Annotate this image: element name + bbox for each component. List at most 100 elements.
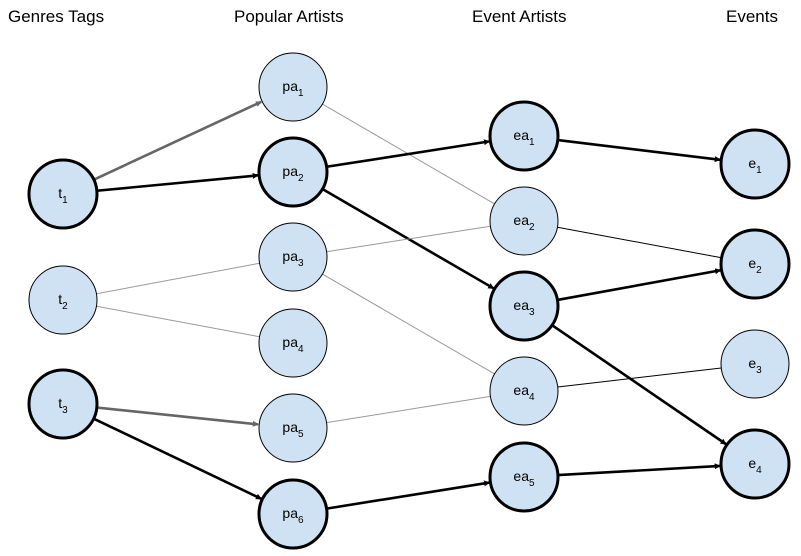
node-e2: e2 bbox=[719, 228, 791, 300]
node-label: ea5 bbox=[513, 468, 535, 489]
node-label-base: e bbox=[748, 155, 756, 171]
node-label-base: ea bbox=[513, 297, 529, 313]
node-circle bbox=[489, 186, 559, 256]
node-label: ea4 bbox=[513, 382, 535, 403]
node-label-subscript: 2 bbox=[62, 301, 68, 312]
node-label: ea3 bbox=[513, 297, 535, 318]
node-label: t1 bbox=[58, 185, 68, 206]
node-e4: e4 bbox=[719, 428, 791, 500]
node-circle bbox=[257, 136, 329, 208]
node-label-subscript: 4 bbox=[756, 465, 762, 476]
node-label-subscript: 4 bbox=[529, 392, 535, 403]
node-label-subscript: 1 bbox=[62, 195, 68, 206]
node-circle bbox=[27, 368, 99, 440]
node-label-base: t bbox=[58, 395, 62, 411]
node-circle bbox=[258, 222, 328, 292]
node-label-subscript: 2 bbox=[756, 265, 762, 276]
node-ea5: ea5 bbox=[488, 441, 560, 513]
node-label: pa6 bbox=[282, 505, 304, 526]
edge-pa3-ea2 bbox=[326, 225, 491, 253]
node-label: e3 bbox=[748, 355, 762, 376]
edge-ea4-e3 bbox=[557, 367, 722, 388]
node-label-subscript: 5 bbox=[298, 429, 304, 440]
node-label: pa3 bbox=[282, 248, 304, 269]
edge-ea3-e4 bbox=[551, 324, 727, 446]
node-pa3: pa3 bbox=[258, 222, 328, 292]
node-e1: e1 bbox=[719, 128, 791, 200]
node-label-base: pa bbox=[282, 505, 298, 521]
node-label: ea2 bbox=[513, 212, 535, 233]
node-label-subscript: 3 bbox=[62, 405, 68, 416]
node-ea1: ea1 bbox=[488, 100, 560, 172]
event-artists-header: Event Artists bbox=[472, 7, 567, 26]
node-label-subscript: 3 bbox=[529, 307, 535, 318]
node-circle bbox=[28, 265, 98, 335]
edge-ea2-e2 bbox=[557, 226, 722, 259]
node-ea4: ea4 bbox=[489, 356, 559, 426]
node-label: pa5 bbox=[282, 419, 304, 440]
node-label-base: pa bbox=[282, 334, 298, 350]
edge-t2-pa3 bbox=[96, 262, 260, 295]
node-label-subscript: 4 bbox=[298, 344, 304, 355]
edge-pa5-ea4 bbox=[326, 395, 491, 424]
edge-pa2-ea1 bbox=[326, 139, 491, 169]
node-label: t2 bbox=[58, 291, 68, 312]
node-pa6: pa6 bbox=[257, 478, 329, 550]
node-label-base: e bbox=[748, 255, 756, 271]
node-circle bbox=[719, 228, 791, 300]
node-circle bbox=[720, 329, 790, 399]
node-ea2: ea2 bbox=[489, 186, 559, 256]
edge-t3-pa5 bbox=[96, 406, 259, 427]
edge-ea1-e1 bbox=[557, 138, 721, 163]
edges-layer bbox=[93, 100, 727, 510]
node-label-base: ea bbox=[513, 468, 529, 484]
edge-t1-pa1 bbox=[93, 100, 262, 181]
genres-tags-header: Genres Tags bbox=[8, 7, 105, 26]
popular-artists-header: Popular Artists bbox=[234, 7, 344, 26]
node-label-subscript: 1 bbox=[756, 165, 762, 176]
edge-t1-pa2 bbox=[96, 172, 259, 193]
edge-ea3-e2 bbox=[557, 268, 722, 302]
node-label: pa2 bbox=[282, 163, 304, 184]
node-label-subscript: 3 bbox=[298, 258, 304, 269]
node-label: t3 bbox=[58, 395, 68, 416]
node-label-subscript: 6 bbox=[298, 515, 304, 526]
node-circle bbox=[489, 356, 559, 426]
node-label-base: e bbox=[748, 455, 756, 471]
node-label-base: t bbox=[58, 185, 62, 201]
node-label: e1 bbox=[748, 155, 762, 176]
node-label-base: pa bbox=[282, 163, 298, 179]
node-label: e4 bbox=[748, 455, 762, 476]
edge-t3-pa6 bbox=[93, 417, 262, 501]
edge-pa3-ea4 bbox=[322, 273, 495, 375]
node-label-subscript: 1 bbox=[529, 137, 535, 148]
node-pa5: pa5 bbox=[258, 393, 328, 463]
edge-ea5-e4 bbox=[557, 463, 721, 477]
node-label-subscript: 1 bbox=[298, 88, 304, 99]
node-label-base: t bbox=[58, 291, 62, 307]
node-label: ea1 bbox=[513, 127, 535, 148]
node-label-base: ea bbox=[513, 212, 529, 228]
node-e3: e3 bbox=[720, 329, 790, 399]
node-t1: t1 bbox=[27, 158, 99, 230]
node-circle bbox=[258, 393, 328, 463]
node-t2: t2 bbox=[28, 265, 98, 335]
node-label-base: ea bbox=[513, 382, 529, 398]
node-circle bbox=[27, 158, 99, 230]
node-t3: t3 bbox=[27, 368, 99, 440]
node-circle bbox=[258, 52, 328, 122]
node-pa1: pa1 bbox=[258, 52, 328, 122]
node-ea3: ea3 bbox=[488, 270, 560, 342]
node-circle bbox=[719, 128, 791, 200]
node-label: pa1 bbox=[282, 78, 304, 99]
node-label-subscript: 2 bbox=[529, 222, 535, 233]
node-label-base: e bbox=[748, 355, 756, 371]
node-label-base: pa bbox=[282, 248, 298, 264]
nodes-layer: t1t2t3pa1pa2pa3pa4pa5pa6ea1ea2ea3ea4ea5e… bbox=[27, 52, 791, 550]
node-label-subscript: 3 bbox=[756, 365, 762, 376]
node-label-subscript: 5 bbox=[529, 478, 535, 489]
node-circle bbox=[488, 270, 560, 342]
edge-t2-pa4 bbox=[96, 305, 260, 338]
node-circle bbox=[488, 441, 560, 513]
